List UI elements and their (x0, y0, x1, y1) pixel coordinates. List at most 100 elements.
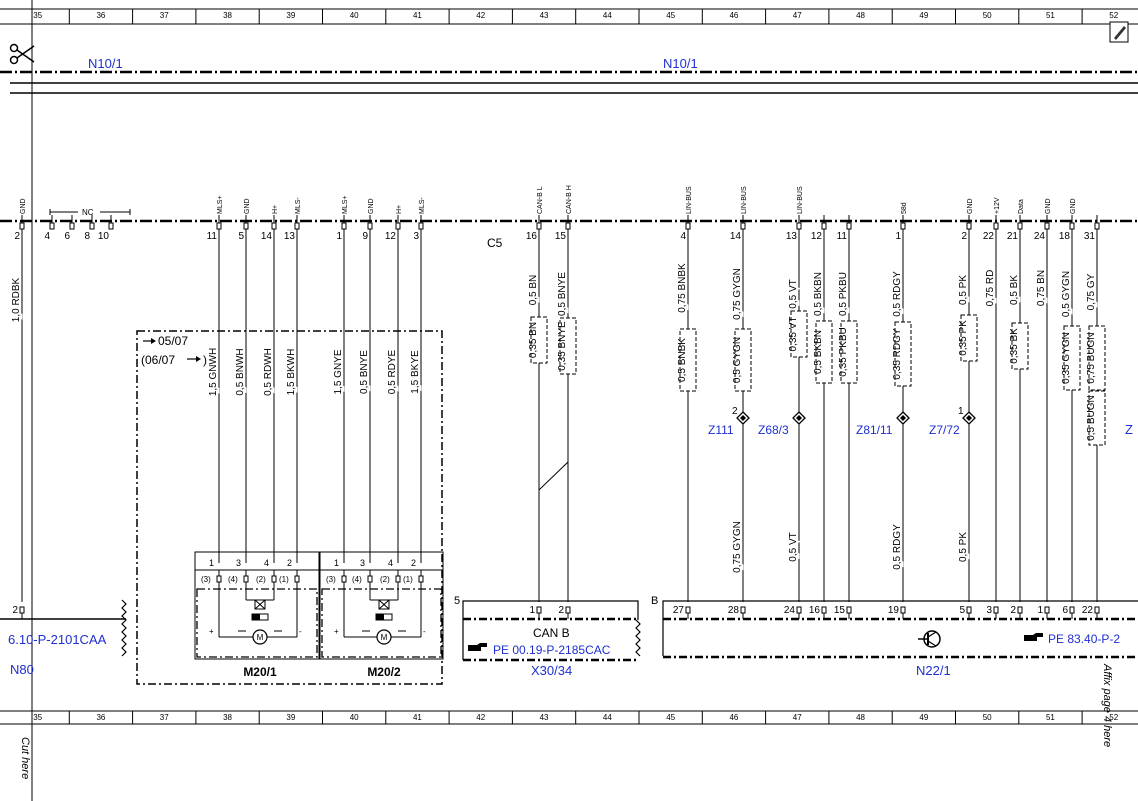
connector-pin: 22+12V (983, 197, 1001, 242)
component-n22-1: B PE 83.40-P-2 N22/1 (651, 595, 1138, 678)
pin-number: 2 (1010, 605, 1016, 616)
svg-text:2: 2 (287, 558, 292, 568)
svg-text:1: 1 (209, 558, 214, 568)
pin-signal-label: Data (1018, 199, 1025, 214)
pin-number: 24 (1034, 231, 1046, 242)
wire-alt-label-box: 0,35 BK (1009, 322, 1029, 370)
svg-text:0,35 PK: 0,35 PK (958, 320, 969, 356)
pin-number: 5 (959, 605, 965, 616)
wire-color-label: 1,5 BKWH (286, 349, 297, 396)
svg-text:X30/34: X30/34 (531, 663, 572, 678)
connector-pin: 5 (959, 605, 972, 619)
svg-text:B: B (651, 595, 658, 607)
svg-text:(3): (3) (326, 575, 336, 584)
svg-text:0,75 BNBK: 0,75 BNBK (677, 263, 688, 313)
pin-signal-label: MLS+ (342, 196, 349, 214)
motor-icon: M (252, 629, 268, 645)
svg-text:+: + (209, 627, 214, 636)
svg-text:0,75 GYGN: 0,75 GYGN (732, 268, 743, 320)
connector-c5-label: C5 (487, 236, 503, 250)
connector-pin: 24 (784, 605, 802, 619)
grid-number: 43 (540, 713, 549, 722)
pin-number: 19 (888, 605, 900, 616)
svg-text:1: 1 (958, 406, 964, 417)
pin-number: 4 (680, 231, 686, 242)
wire-color-label: 0,5 BN (528, 275, 539, 306)
svg-text:2: 2 (411, 558, 416, 568)
pin-signal-label: CAN-B L (537, 186, 544, 214)
grid-number: 37 (160, 11, 169, 20)
wire-alt-label-box: 0,75 BUGN (1086, 325, 1106, 391)
connector-pin: 6 (1062, 605, 1075, 619)
motor-m20-2: 1(3)3(4)4(2)2(1)M+-M20/2 (319, 551, 444, 679)
svg-text:(06/07: (06/07 (141, 353, 175, 367)
pin-signal-label: GND (20, 198, 27, 214)
svg-text:0,5 GYGN: 0,5 GYGN (732, 337, 743, 383)
pin-number: 14 (261, 231, 273, 242)
grid-number: 49 (919, 11, 928, 20)
connector-pin: 22 (1082, 605, 1100, 619)
connector-pin: 1 (529, 605, 542, 619)
grid-number: 45 (666, 11, 675, 20)
svg-text:+: + (334, 627, 339, 636)
wire-color-label: 0,5 PKBU (838, 272, 849, 316)
grid-number: 44 (603, 11, 612, 20)
svg-text:1,5 BKWH: 1,5 BKWH (286, 349, 297, 396)
wire-color-label: 0,75 GYGN (732, 268, 743, 320)
grid-number: 48 (856, 11, 865, 20)
connector-pin: 16 (809, 605, 827, 619)
pin-number: 15 (834, 605, 846, 616)
pin-signal-label: LIN-BUS (686, 186, 693, 214)
svg-text:0,5 BNYE: 0,5 BNYE (557, 272, 568, 316)
svg-text:1,5 BKYE: 1,5 BKYE (410, 350, 421, 394)
n10-1-label-right: N10/1 (663, 56, 698, 71)
can-twist-segment (538, 400, 569, 492)
svg-text:1,0 RDBK: 1,0 RDBK (11, 277, 22, 322)
svg-text:0,35 BK: 0,35 BK (1009, 328, 1020, 364)
svg-text:(3): (3) (201, 575, 211, 584)
pin-number: 22 (983, 231, 995, 242)
pin-signal-label: LIN-BUS (797, 186, 804, 214)
svg-text:0,35 BN: 0,35 BN (528, 322, 539, 358)
grid-ruler-bottom (0, 710, 1138, 725)
wire-alt-label-box: 0,35 GYGN (1061, 325, 1081, 391)
svg-text:0,75 GY: 0,75 GY (1086, 273, 1097, 310)
pin-number: 2 (558, 605, 564, 616)
nc-bracket: NC (49, 208, 131, 217)
svg-text:-: - (299, 627, 302, 636)
svg-text:0,5 RDGY: 0,5 RDGY (892, 271, 903, 317)
grid-number: 50 (983, 11, 992, 20)
svg-text:0,5 GYGN: 0,5 GYGN (1061, 271, 1072, 317)
grid-number: 41 (413, 11, 422, 20)
pin-number: 6 (64, 231, 70, 242)
svg-text:0,5 BNYE: 0,5 BNYE (359, 350, 370, 394)
svg-text:0,5 BKBN: 0,5 BKBN (813, 330, 824, 374)
n10-1-label-left: N10/1 (88, 56, 123, 71)
connector-pin: 1 (1037, 605, 1050, 619)
svg-text:0,35 GYGN: 0,35 GYGN (1061, 332, 1072, 384)
grid-number: 38 (223, 713, 232, 722)
pin-number: 18 (1059, 231, 1071, 242)
connector-pin: 28 (728, 605, 746, 619)
cut-here-note: Cut here (19, 737, 31, 779)
wire-alt-label-box: 0,35 PKBU (838, 320, 858, 384)
grid-number: 52 (1109, 713, 1118, 722)
svg-text:M20/1: M20/1 (243, 665, 277, 679)
svg-text:0,5 PK: 0,5 PK (958, 275, 969, 305)
svg-text:M20/2: M20/2 (367, 665, 401, 679)
wire-alt-label-box: 0,35 BN (528, 316, 548, 364)
svg-text:0,75 GYGN: 0,75 GYGN (732, 521, 743, 573)
pin-signal-label: GND (1070, 198, 1077, 214)
grid-number: 39 (286, 11, 295, 20)
splice-z7_72: 1Z7/72 (929, 406, 976, 437)
svg-text:0,5 BK: 0,5 BK (1009, 275, 1020, 305)
pin-signal-label: MLS- (295, 197, 302, 214)
scissors-icon (9, 43, 35, 65)
grid-number: 44 (603, 713, 612, 722)
grid-number: 36 (96, 713, 105, 722)
svg-text:M: M (381, 633, 388, 642)
grid-number: 43 (540, 11, 549, 20)
